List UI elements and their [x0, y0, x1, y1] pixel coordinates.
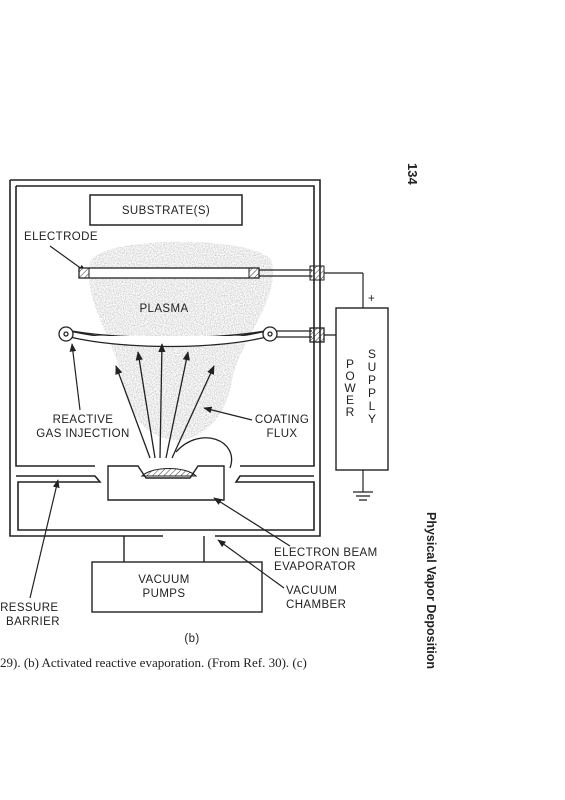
page-number: 134	[405, 163, 420, 185]
vacuum-pumps-box	[91, 561, 263, 613]
svg-text:Y: Y	[368, 412, 376, 426]
figure-caption: 29). (b) Activated reactive evaporation.…	[0, 655, 307, 670]
electron-beam-arrow	[213, 497, 291, 547]
electron-beam-label-line1: ELECTRON BEAM	[274, 547, 378, 559]
svg-text:P: P	[346, 357, 354, 371]
panel-label: (b)	[184, 633, 199, 645]
power-label-column: P O W E R	[344, 357, 356, 419]
svg-text:L: L	[369, 399, 376, 413]
supply-label-column: S U P P L Y	[368, 347, 377, 426]
vacuum-chamber-label-line1: VACUUM	[286, 585, 337, 597]
pressure-barrier-label-line2: BARRIER	[6, 616, 60, 628]
svg-text:S: S	[368, 347, 376, 361]
coating-flux-arrows	[115, 343, 233, 469]
power-supply-plus: +	[368, 293, 375, 305]
svg-text:P: P	[368, 386, 376, 400]
svg-text:P: P	[368, 373, 376, 387]
svg-text:O: O	[345, 369, 354, 383]
vacuum-chamber	[9, 179, 321, 537]
electrode-label: ELECTRODE	[24, 231, 98, 243]
vacuum-chamber-arrow	[217, 539, 285, 589]
pressure-barrier	[16, 475, 315, 531]
reactive-gas-arrow	[69, 343, 81, 411]
coating-flux-pointer	[203, 406, 253, 421]
pressure-barrier-arrow	[29, 479, 60, 599]
coating-flux-label-line2: FLUX	[267, 428, 298, 440]
substrate-box	[89, 194, 243, 226]
pump-neck	[123, 536, 205, 562]
vacuum-pumps-label-line2: PUMPS	[143, 588, 186, 600]
vacuum-chamber-label-line2: CHAMBER	[286, 599, 346, 611]
electron-beam-label-line2: EVAPORATOR	[274, 561, 356, 573]
reactive-gas-label-line2: GAS INJECTION	[36, 428, 129, 440]
gas-injection-ring	[58, 326, 336, 348]
substrate-label: SUBSTRATE(S)	[122, 205, 210, 217]
svg-text:R: R	[346, 405, 355, 419]
electron-beam-evaporator	[107, 465, 225, 501]
svg-text:E: E	[346, 393, 354, 407]
vacuum-pumps-label-line1: VACUUM	[138, 574, 189, 586]
coating-flux-label-line1: COATING	[255, 414, 309, 426]
svg-text:U: U	[368, 360, 377, 374]
running-head: Physical Vapor Deposition	[424, 512, 438, 669]
electrode	[78, 265, 363, 281]
svg-text:W: W	[344, 381, 356, 395]
reactive-gas-label-line1: REACTIVE	[53, 414, 114, 426]
plasma-label: PLASMA	[139, 303, 188, 315]
power-supply	[335, 273, 389, 501]
pressure-barrier-label-line1: PRESSURE	[0, 602, 58, 614]
